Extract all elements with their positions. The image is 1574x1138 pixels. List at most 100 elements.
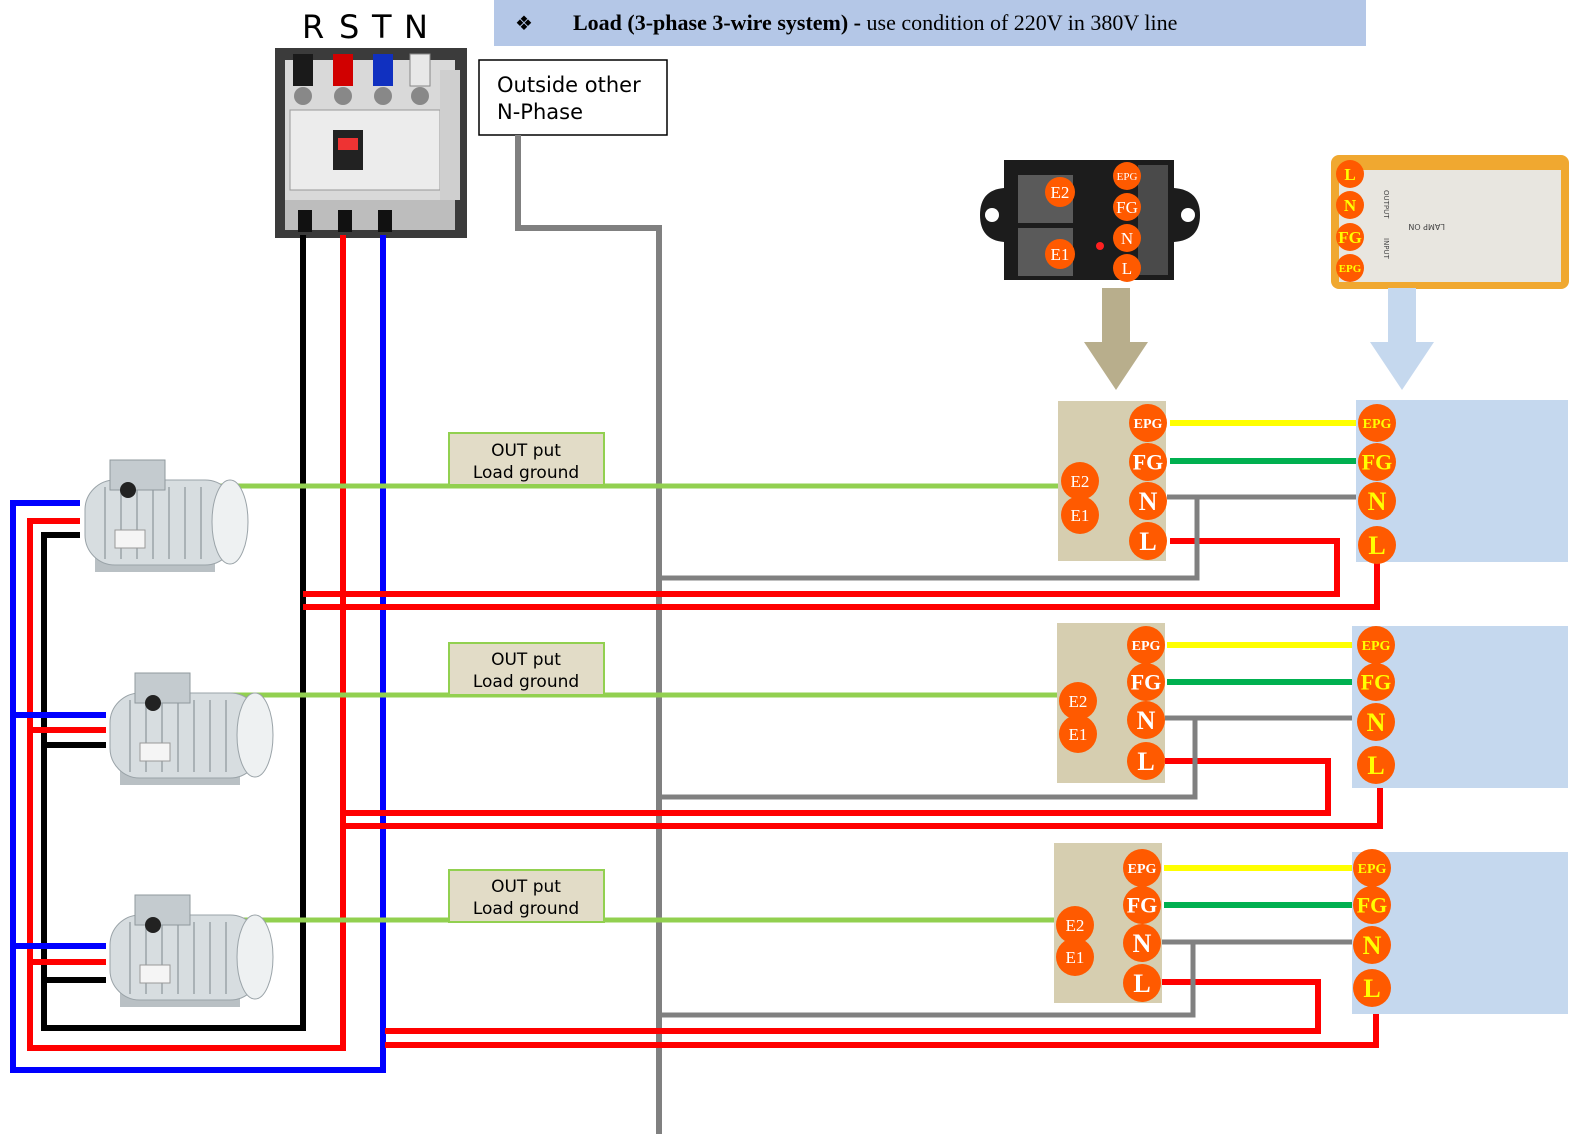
photo-device-terminal-fg: FG bbox=[1113, 193, 1141, 221]
label-box bbox=[448, 869, 605, 923]
motor-nameplate bbox=[139, 964, 171, 984]
live-wire bbox=[385, 979, 1321, 1034]
photo-lamp-terminal-l: L bbox=[1336, 160, 1364, 188]
device-terminal-n-1-circle bbox=[1129, 482, 1167, 520]
lamp-terminal-fg-2: FG bbox=[1357, 663, 1395, 701]
lamp-terminal-epg-1: EPG bbox=[1358, 404, 1396, 442]
motor-3 bbox=[109, 894, 274, 1007]
neutral-source-box bbox=[478, 59, 668, 136]
ground-terminal-e2-2-circle bbox=[1059, 682, 1097, 720]
ground-terminal-e1-3-circle bbox=[1056, 938, 1094, 976]
lamp-terminal-fg-2-circle bbox=[1357, 663, 1395, 701]
ground-terminal-e2-3-circle bbox=[1056, 906, 1094, 944]
ground-terminal-e1-2-circle bbox=[1059, 715, 1097, 753]
photo-lamp-terminal-epg: EPG bbox=[1336, 254, 1364, 282]
device-terminal-n-1: N bbox=[1129, 482, 1167, 520]
ground-terminal-e1-3: E1 bbox=[1056, 938, 1094, 976]
device-terminal-epg-3-circle bbox=[1123, 849, 1161, 887]
lamp-terminal-fg-1: FG bbox=[1358, 443, 1396, 481]
motor-terminal-box bbox=[134, 672, 191, 704]
device-terminal-l-2-circle bbox=[1127, 742, 1165, 780]
motor-cable-gland bbox=[120, 482, 136, 498]
device-terminal-l-1-circle bbox=[1129, 522, 1167, 560]
photo-lamp-terminal-fg-label: FG bbox=[1338, 228, 1362, 247]
phase-label-s: S bbox=[339, 8, 359, 46]
device-terminal-fg-2-circle bbox=[1127, 663, 1165, 701]
ground-terminal-e1-2: E1 bbox=[1059, 715, 1097, 753]
device-terminal-fg-1-circle bbox=[1129, 443, 1167, 481]
lamp-terminal-n-1: N bbox=[1358, 482, 1396, 520]
lamp-terminal-fg-3-label: FG bbox=[1357, 893, 1388, 918]
phase-s-wire bbox=[27, 235, 346, 1051]
motor-cable-gland bbox=[145, 917, 161, 933]
photo-lamp-terminal-n-circle bbox=[1336, 191, 1364, 219]
phase-t-wire bbox=[10, 235, 386, 1073]
lamp-terminal-n-1-label: N bbox=[1368, 487, 1387, 516]
device-terminal-l-3-label: L bbox=[1133, 969, 1150, 998]
lamp-terminal-fg-3: FG bbox=[1353, 886, 1391, 924]
lamp-photo-terminals: LN FG EPG bbox=[1336, 160, 1364, 282]
label-box bbox=[448, 432, 605, 486]
device-terminal-n-3-circle bbox=[1123, 924, 1161, 962]
lamp-photo-text-lamp: LAMP ON bbox=[1408, 222, 1445, 231]
label-line1: OUT put bbox=[491, 877, 561, 897]
photo-device-terminal-fg-circle bbox=[1113, 193, 1141, 221]
photo-device-terminal-l-circle bbox=[1113, 254, 1141, 282]
device-terminal-n-2: N bbox=[1127, 701, 1165, 739]
photo-device-terminal-n-label: N bbox=[1121, 229, 1133, 248]
photo-device-terminal-l: L bbox=[1113, 254, 1141, 282]
photo-lamp-terminal-fg: FG bbox=[1336, 223, 1364, 251]
device-terminal-n-3-label: N bbox=[1133, 929, 1152, 958]
lamp-terminal-fg-3-circle bbox=[1353, 886, 1391, 924]
header-title-bold: Load (3-phase 3-wire system) - bbox=[573, 10, 861, 35]
device-terminal-epg-3-label: EPG bbox=[1128, 862, 1157, 877]
photo-lamp-terminal-n-label: N bbox=[1344, 196, 1357, 215]
lamp-terminal-epg-3-label: EPG bbox=[1358, 862, 1387, 877]
header-banner bbox=[494, 0, 1366, 46]
lamp-terminal-epg-3: EPG bbox=[1353, 849, 1391, 887]
ground-terminal-e1-2-label: E1 bbox=[1069, 725, 1088, 744]
photo-device-terminal-l-label: L bbox=[1122, 259, 1132, 278]
lamp-terminal-epg-1-label: EPG bbox=[1363, 417, 1392, 432]
live-wire bbox=[303, 538, 1340, 597]
photo-device-terminal-n: N bbox=[1113, 224, 1141, 252]
motor-end-cap bbox=[236, 914, 274, 1000]
photo-device-terminal-e1: E1 bbox=[1045, 239, 1075, 269]
motor-nameplate bbox=[114, 529, 146, 549]
photo-device-terminal-epg-label: EPG bbox=[1117, 171, 1138, 183]
lamp-terminal-n-3-circle bbox=[1353, 926, 1391, 964]
header-title-rest: use condition of 220V in 380V line bbox=[861, 10, 1177, 35]
lamp-terminal-l-2-circle bbox=[1357, 746, 1395, 784]
label-line2: Load ground bbox=[473, 463, 579, 483]
photo-device-terminal-e1-label: E1 bbox=[1051, 245, 1070, 264]
device-terminal-epg-3: EPG bbox=[1123, 849, 1161, 887]
motor-1 bbox=[84, 459, 249, 572]
device-terminal-fg-1-label: FG bbox=[1133, 450, 1164, 475]
lamp-terminal-l-1: L bbox=[1358, 526, 1396, 564]
photo-lamp-terminal-epg-label: EPG bbox=[1339, 263, 1362, 275]
photo-device-terminal-e2: E2 bbox=[1045, 177, 1075, 207]
device-terminal-fg-3-circle bbox=[1123, 886, 1161, 924]
motor-nameplate bbox=[139, 742, 171, 762]
neutral-drop-wire bbox=[659, 942, 1196, 1018]
lamp-terminal-n-3-label: N bbox=[1363, 931, 1382, 960]
lamp-terminal-fg-1-circle bbox=[1358, 443, 1396, 481]
ground-terminal-e2-1-label: E2 bbox=[1071, 472, 1090, 491]
lamp-terminal-n-2-label: N bbox=[1367, 708, 1386, 737]
photo-lamp-terminal-fg-circle bbox=[1336, 223, 1364, 251]
ground-terminal-e1-3-label: E1 bbox=[1066, 948, 1085, 967]
lamp-terminal-n-1-circle bbox=[1358, 482, 1396, 520]
label-line2: Load ground bbox=[473, 672, 579, 692]
photo-lamp-terminal-n: N bbox=[1336, 191, 1364, 219]
device-terminal-epg-1-label: EPG bbox=[1134, 417, 1163, 432]
photo-lamp-terminal-epg-circle bbox=[1336, 254, 1364, 282]
ground-terminal-e1-1-circle bbox=[1061, 496, 1099, 534]
lamp-terminal-epg-1-circle bbox=[1358, 404, 1396, 442]
phase-label-n: N bbox=[404, 8, 428, 46]
motor-end-cap bbox=[211, 479, 249, 565]
device-terminal-fg-3: FG bbox=[1123, 886, 1161, 924]
lamp-terminal-l-3-circle bbox=[1353, 969, 1391, 1007]
label-box bbox=[448, 642, 605, 696]
